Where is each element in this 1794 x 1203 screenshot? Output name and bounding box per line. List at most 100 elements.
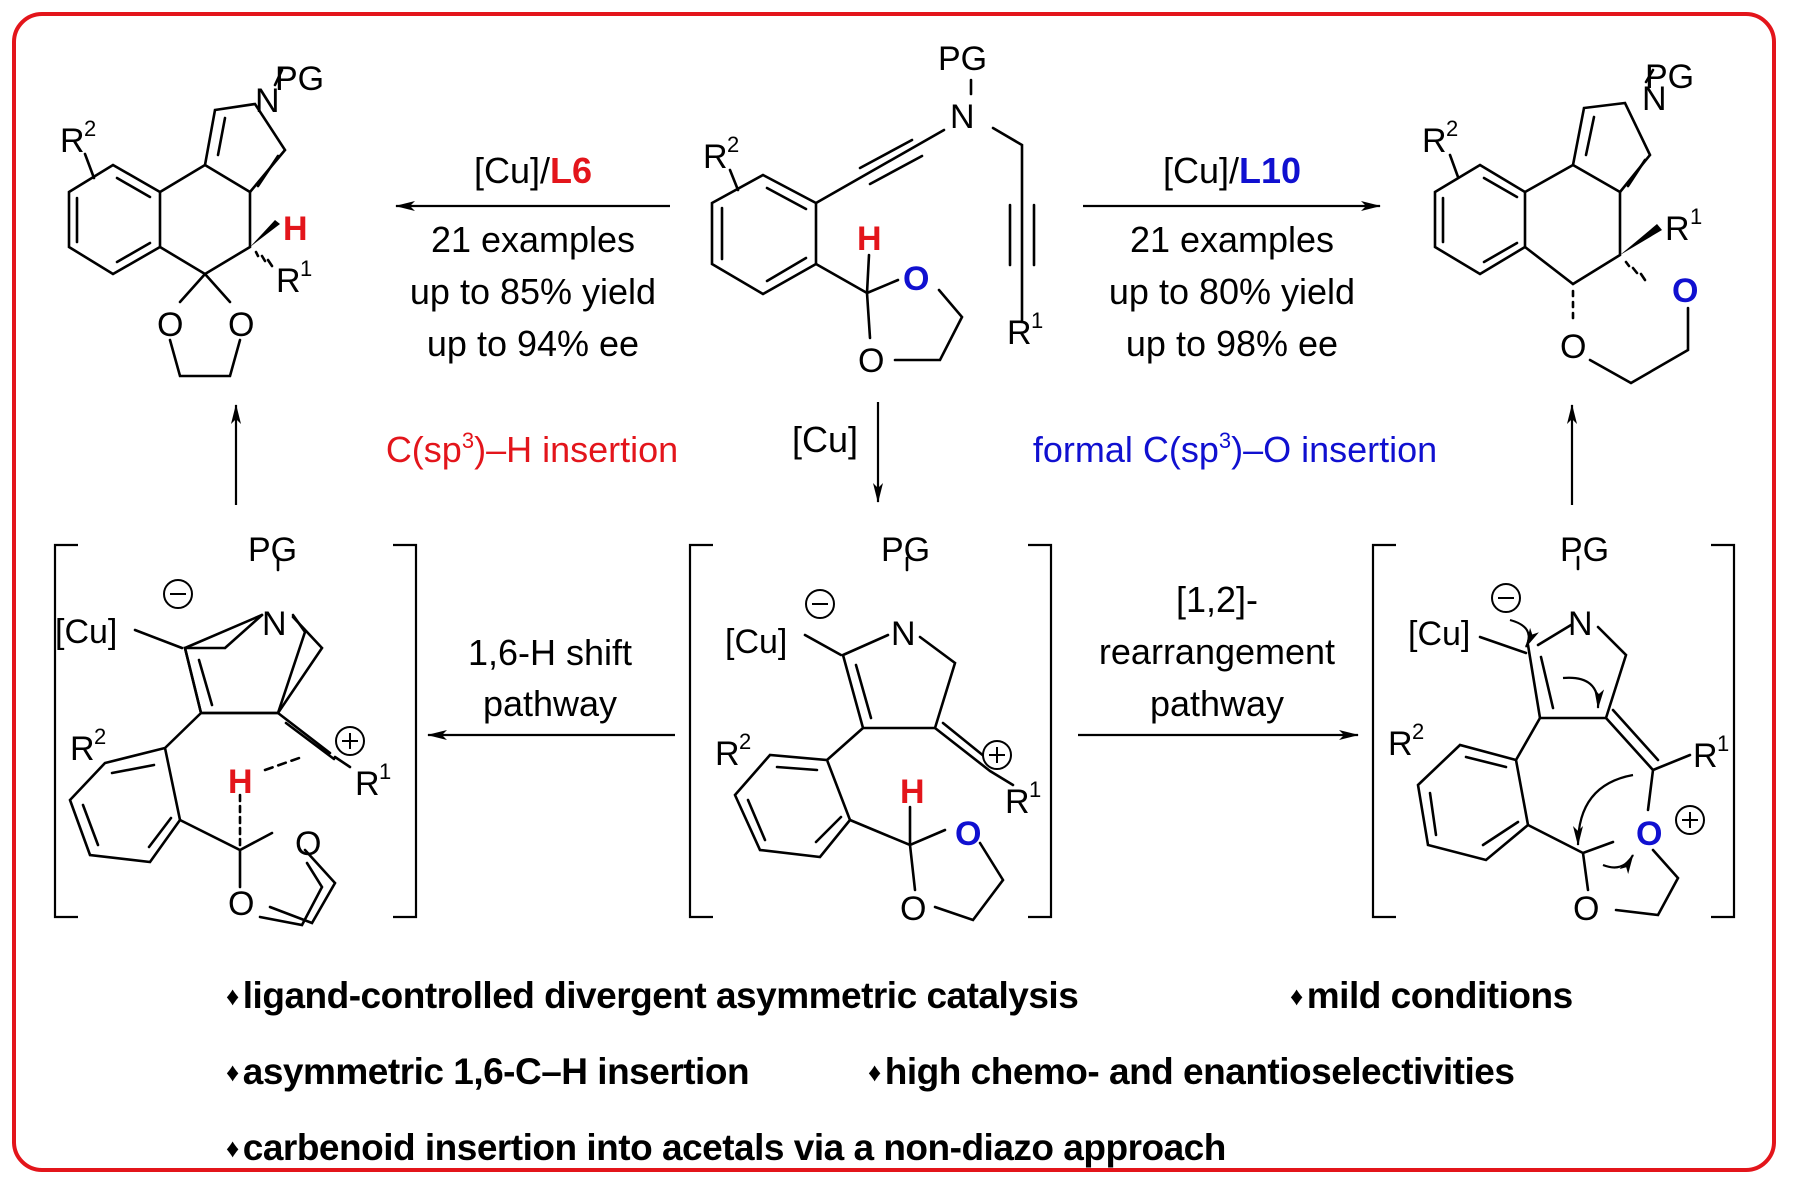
ch-insertion-label: C(sp3)–H insertion	[386, 428, 678, 470]
intermediate-h-shift: PG N [Cu] R 2 H R 1 O O	[53, 531, 418, 927]
starting-material: PG N R 2 H O O R 1	[703, 40, 1043, 380]
rearrangement-label-1: [1,2]-	[1176, 579, 1258, 620]
atom-pg: PG	[1645, 58, 1694, 96]
feature-text: asymmetric 1,6-C–H insertion	[242, 1051, 750, 1092]
r2-bond	[83, 152, 96, 180]
atom-cu: [Cu]	[55, 613, 117, 651]
right-yield: up to 80% yield	[1109, 271, 1355, 312]
feature-text: mild conditions	[1306, 975, 1573, 1016]
atom-o-highlight: O	[1636, 815, 1662, 853]
co-insertion-label: formal C(sp3)–O insertion	[1033, 428, 1437, 470]
atom-r: R	[355, 765, 380, 803]
atom-n: N	[1568, 605, 1593, 643]
feature-item: ♦asymmetric 1,6-C–H insertion	[226, 1051, 750, 1093]
r2-superscript: 2	[94, 724, 106, 749]
r1-superscript: 1	[300, 256, 312, 281]
feature-row-1: ♦ligand-controlled divergent asymmetric …	[226, 975, 1646, 1051]
atom-o: O	[900, 890, 926, 928]
left-yield: up to 85% yield	[410, 271, 656, 312]
scheme-frame	[12, 12, 1776, 1172]
atom-pg: PG	[248, 531, 297, 569]
left-ee: up to 94% ee	[427, 323, 639, 364]
diamond-bullet-icon: ♦	[226, 1133, 239, 1163]
ligand-l10: L10	[1239, 150, 1301, 191]
atom-r: R	[1007, 314, 1032, 352]
r2-superscript: 2	[84, 116, 96, 141]
down-conditions: [Cu]	[792, 419, 858, 460]
reaction-arrow-left: [Cu]/L6 21 examples up to 85% yield up t…	[395, 150, 670, 364]
atom-pg: PG	[938, 40, 987, 78]
atom-n: N	[255, 82, 280, 120]
atom-h-highlight: H	[283, 210, 308, 248]
feature-item: ♦carbenoid insertion into acetals via a …	[226, 1127, 1226, 1169]
pathway-arrow-right: [1,2]- rearrangement pathway	[1078, 579, 1359, 740]
atom-n: N	[1642, 80, 1667, 118]
r2-superscript: 2	[1412, 719, 1424, 744]
diamond-bullet-icon: ♦	[226, 981, 239, 1011]
r2-superscript: 2	[727, 132, 739, 157]
r2-superscript: 2	[1446, 116, 1458, 141]
h-shift-label-1: 1,6-H shift	[468, 632, 632, 673]
atom-r: R	[1665, 210, 1690, 248]
r1-superscript: 1	[1031, 308, 1043, 333]
atom-n: N	[950, 98, 975, 136]
diamond-bullet-icon: ♦	[1290, 981, 1303, 1011]
left-conditions: [Cu]/L6	[474, 150, 592, 191]
atom-h-highlight: H	[228, 763, 253, 801]
atom-o: O	[858, 342, 884, 380]
atom-o: O	[228, 306, 254, 344]
atom-r: R	[1005, 783, 1030, 821]
right-ee: up to 98% ee	[1126, 323, 1338, 364]
atom-cu: [Cu]	[725, 623, 787, 661]
atom-n: N	[891, 615, 916, 653]
right-conditions: [Cu]/L10	[1163, 150, 1301, 191]
atom-r: R	[70, 730, 95, 768]
atom-r: R	[1422, 122, 1447, 160]
feature-row-3: ♦carbenoid insertion into acetals via a …	[226, 1127, 1646, 1203]
reaction-arrow-down: [Cu]	[792, 402, 883, 503]
r2-superscript: 2	[739, 729, 751, 754]
intermediate-central: PG N [Cu] R 2 H O R 1 O	[688, 531, 1053, 928]
feature-text: carbenoid insertion into acetals via a n…	[242, 1127, 1227, 1168]
feature-item: ♦high chemo- and enantioselectivities	[868, 1051, 1515, 1093]
atom-pg: PG	[1560, 531, 1609, 569]
pathway-arrow-left: 1,6-H shift pathway	[427, 632, 675, 740]
rearrangement-label-3: pathway	[1150, 683, 1284, 724]
atom-o: O	[295, 825, 321, 863]
right-examples: 21 examples	[1130, 219, 1334, 260]
rearrangement-label-2: rearrangement	[1099, 631, 1335, 672]
atom-o-highlight: O	[903, 260, 929, 298]
atom-h-highlight: H	[900, 773, 925, 811]
feature-item: ♦mild conditions	[1290, 975, 1573, 1017]
atom-r: R	[276, 262, 301, 300]
ligand-l6: L6	[550, 150, 592, 191]
atom-o: O	[157, 306, 183, 344]
feature-text: high chemo- and enantioselectivities	[884, 1051, 1515, 1092]
atom-h-highlight: H	[857, 220, 882, 258]
feature-item: ♦ligand-controlled divergent asymmetric …	[226, 975, 1079, 1017]
atom-n: N	[262, 605, 287, 643]
atom-o-highlight: O	[1672, 272, 1698, 310]
product-ch-insertion: PG N R 2 H R 1 O O	[60, 60, 324, 378]
atom-cu: [Cu]	[1408, 615, 1470, 653]
atom-pg: PG	[881, 531, 930, 569]
h-shift-label-2: pathway	[483, 683, 617, 724]
r1-superscript: 1	[1717, 731, 1729, 756]
feature-list: ♦ligand-controlled divergent asymmetric …	[226, 975, 1646, 1203]
r1-superscript: 1	[1690, 204, 1702, 229]
feature-row-2: ♦asymmetric 1,6-C–H insertion ♦high chem…	[226, 1051, 1646, 1127]
wedge-bond	[1620, 224, 1662, 255]
atom-r: R	[703, 138, 728, 176]
atom-o: O	[228, 885, 254, 923]
atom-r: R	[1693, 737, 1718, 775]
atom-r: R	[60, 122, 85, 160]
product-co-insertion: PG N R 2 R 1 O O	[1422, 58, 1702, 385]
atom-o: O	[1560, 328, 1586, 366]
left-examples: 21 examples	[431, 219, 635, 260]
diamond-bullet-icon: ♦	[226, 1057, 239, 1087]
wedge-bond	[250, 220, 280, 247]
diamond-bullet-icon: ♦	[868, 1057, 881, 1087]
feature-text: ligand-controlled divergent asymmetric c…	[242, 975, 1079, 1016]
atom-o: O	[1573, 890, 1599, 928]
